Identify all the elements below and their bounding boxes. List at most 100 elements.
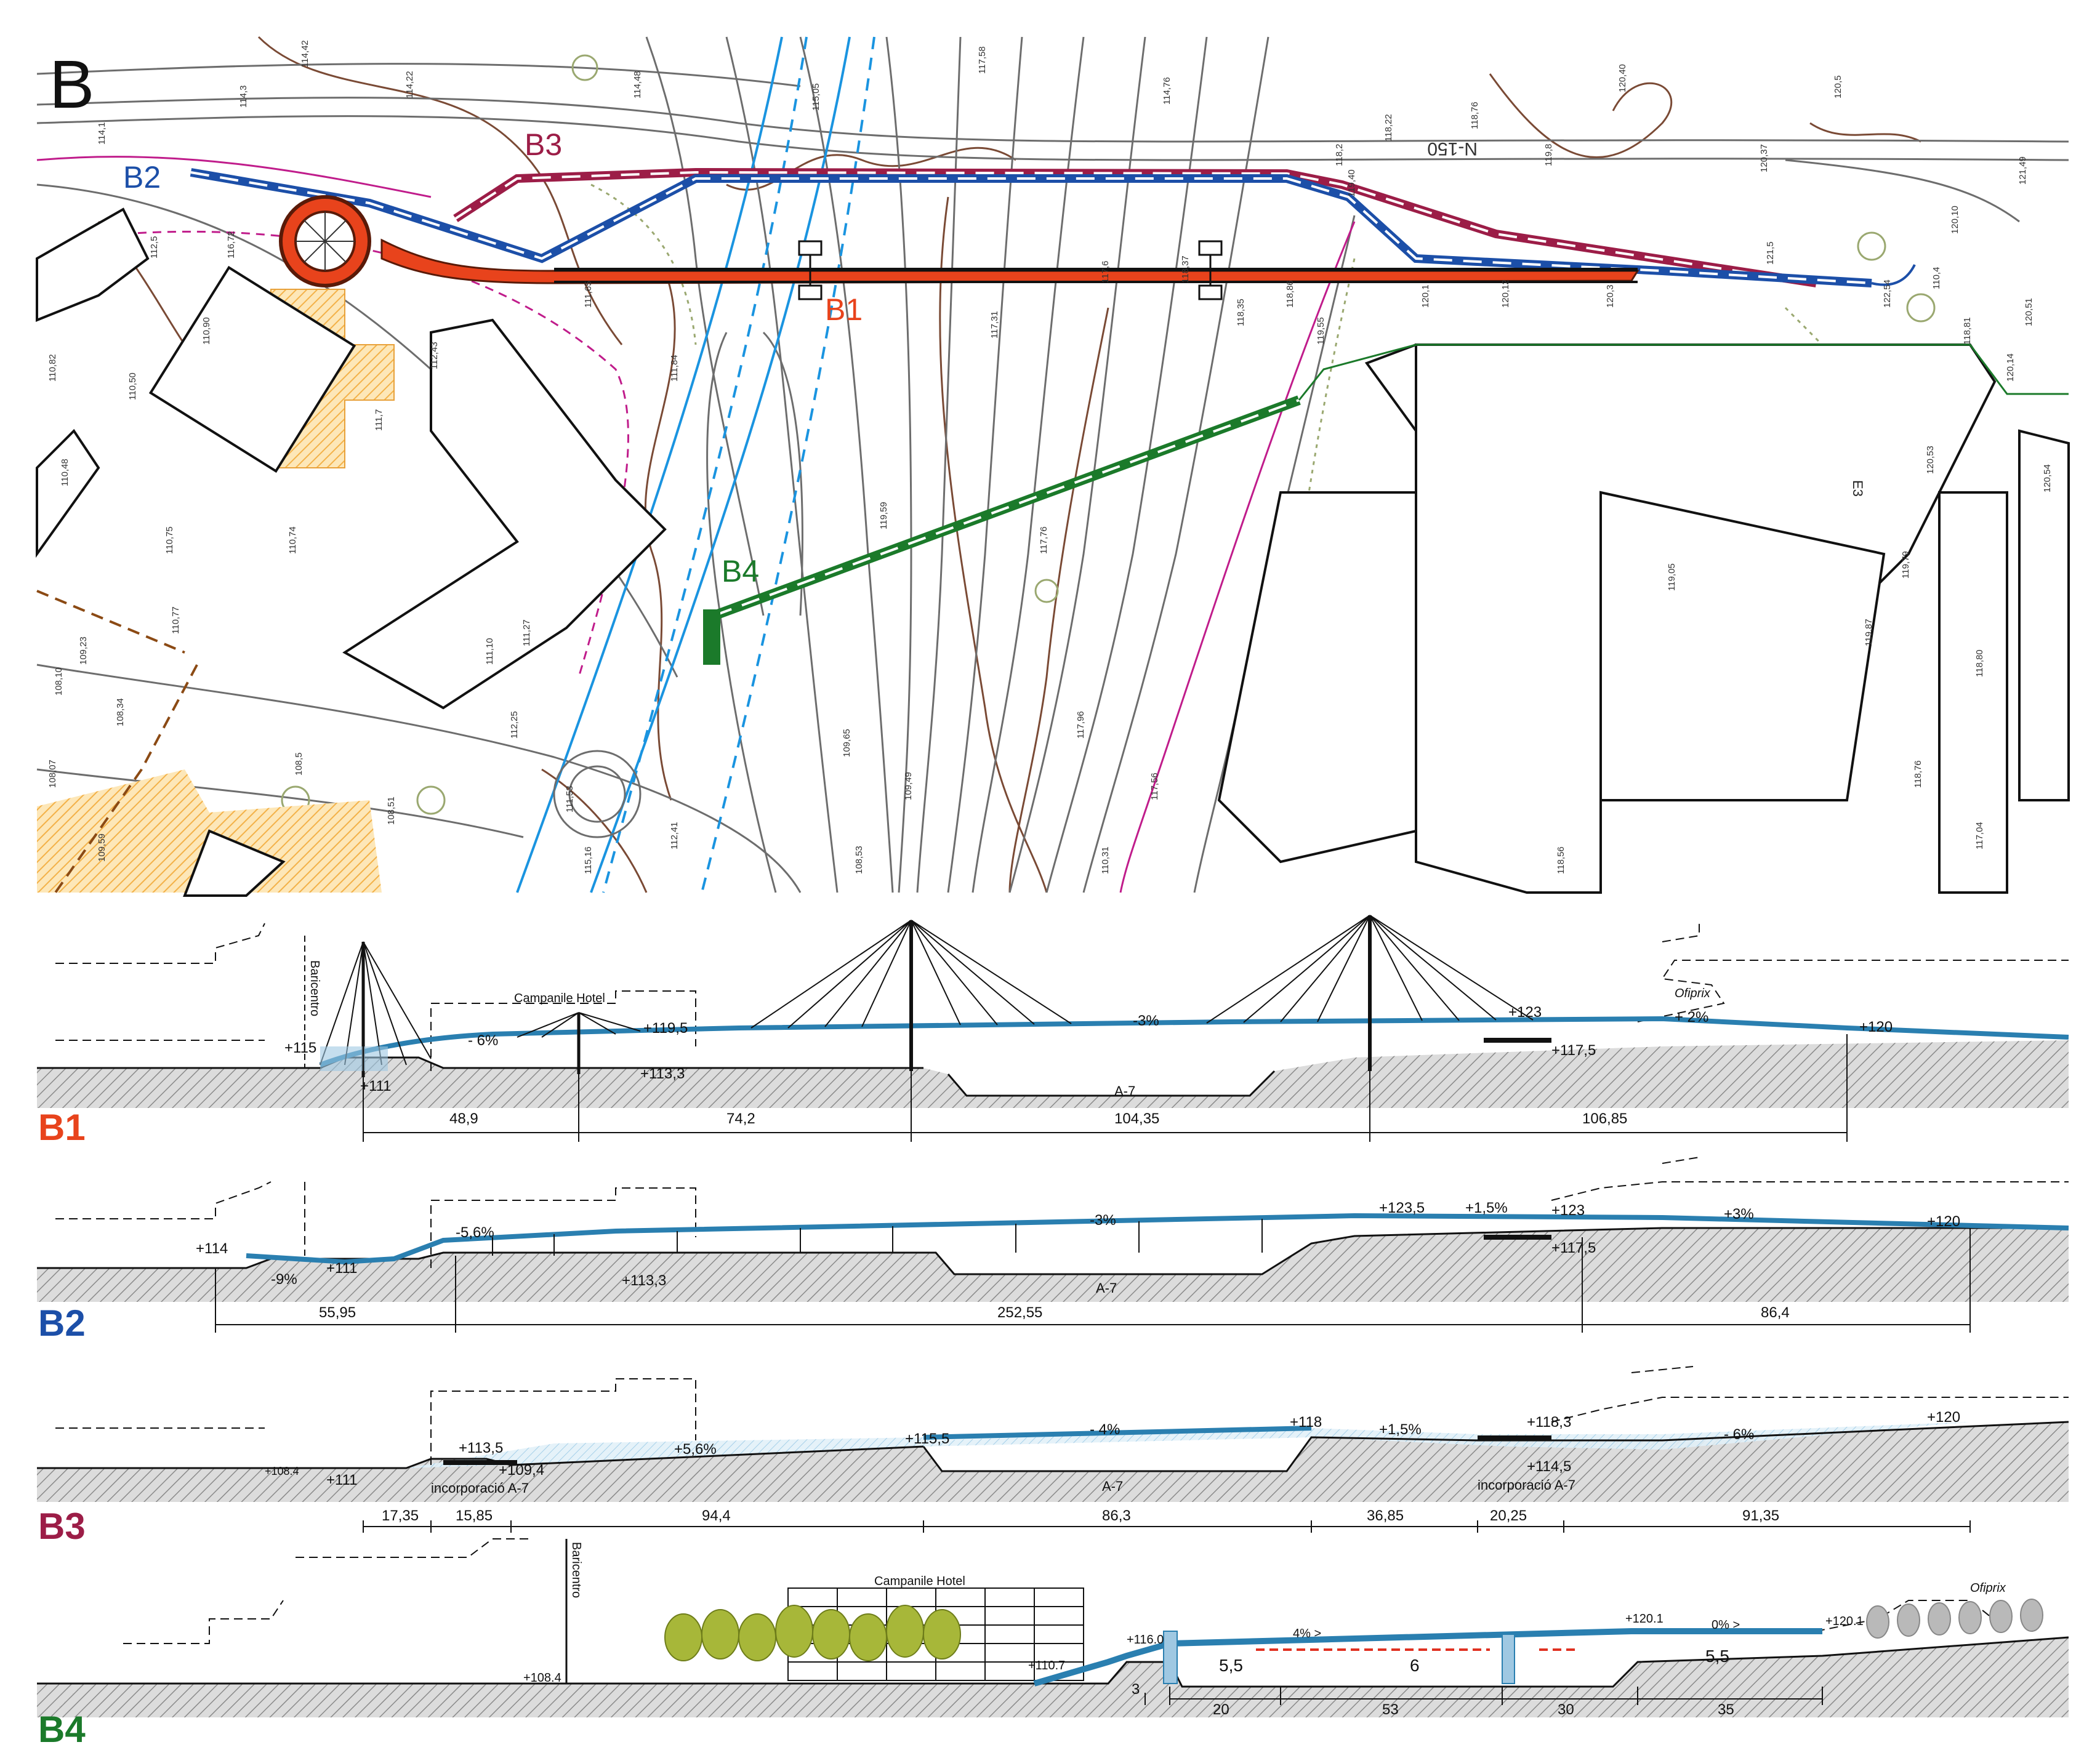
b4-levels: +108.4 +110.7 +116.0 +120.1 +120.1 [523,1612,1864,1685]
svg-text:110,77: 110,77 [171,606,181,634]
svg-text:120,12: 120,12 [1500,279,1511,308]
svg-text:+118,3: +118,3 [1527,1414,1571,1431]
canal-lines [516,36,875,893]
svg-text:120,37: 120,37 [1759,144,1769,172]
svg-text:117,96: 117,96 [1076,711,1086,739]
svg-text:118,56: 118,56 [1556,846,1566,874]
b3-levels: +108.4 +111 +113,5 +109,4 +115,5 +118 +1… [265,1409,1960,1488]
svg-text:53: 53 [1382,1701,1399,1718]
svg-text:119,40: 119,40 [1346,169,1357,197]
b4-trees [664,1599,2043,1661]
svg-text:+115,5: +115,5 [905,1431,949,1447]
svg-text:-5,6%: -5,6% [456,1224,494,1241]
svg-text:110,31: 110,31 [1100,846,1111,874]
svg-text:111,10: 111,10 [485,638,495,665]
svg-text:+108.4: +108.4 [523,1671,561,1685]
b1-dims: 48,9 74,2 104,35 106,85 [449,1110,1627,1127]
svg-text:117,6: 117,6 [1100,261,1111,283]
svg-text:5,5: 5,5 [1219,1656,1243,1675]
svg-text:110,48: 110,48 [60,459,70,486]
svg-text:91,35: 91,35 [1742,1507,1779,1524]
svg-text:108,34: 108,34 [115,698,126,726]
svg-text:+120: +120 [1927,1213,1960,1230]
b2-levels: +114 +111 +113,3 +123,5 +123 +117,5 +120 [196,1200,1960,1289]
svg-text:112,5: 112,5 [149,236,159,259]
b3-dims: 17,35 15,85 94,4 86,3 36,85 20,25 91,35 [382,1507,1779,1524]
svg-text:119,55: 119,55 [1316,317,1326,345]
svg-text:114,22: 114,22 [404,71,415,98]
svg-text:+110.7: +110.7 [1028,1659,1065,1672]
svg-text:117,04: 117,04 [1974,822,1985,849]
svg-text:118,86: 118,86 [1285,280,1295,308]
svg-text:6: 6 [1410,1656,1420,1675]
svg-text:109,49: 109,49 [903,772,914,800]
svg-text:20,25: 20,25 [1490,1507,1527,1524]
b4-dimension-line [1145,1687,1823,1705]
svg-text:120,53: 120,53 [1925,446,1936,474]
svg-text:108,5: 108,5 [294,752,304,776]
svg-text:108,10: 108,10 [54,667,64,696]
svg-text:+111: +111 [326,1472,358,1488]
svg-text:0% >: 0% > [1712,1618,1740,1632]
svg-text:incorporació A-7: incorporació A-7 [1478,1477,1575,1493]
route-label-b4: B4 [722,554,759,588]
route-label-b2: B2 [123,160,161,195]
route-label-b3: B3 [525,127,562,162]
svg-text:120,10: 120,10 [1950,206,1960,234]
b1-dimension-line [363,1034,1848,1142]
svg-text:114,48: 114,48 [632,71,643,98]
svg-text:118,80: 118,80 [1974,649,1985,677]
svg-text:117,31: 117,31 [989,311,1000,339]
route-b2 [190,168,1916,287]
svg-text:117,56: 117,56 [1149,773,1160,800]
b4-title: B4 [38,1709,86,1750]
svg-text:+113,5: +113,5 [459,1440,503,1456]
svg-text:+5,6%: +5,6% [674,1441,717,1458]
svg-text:112,41: 112,41 [669,822,680,849]
svg-text:A-7: A-7 [1102,1479,1123,1494]
svg-text:110,82: 110,82 [47,354,58,382]
b2-slopes: -9% -5,6% -3% +1,5% +3% [271,1200,1754,1288]
site-plan: B B3 B2 B1 B4 N-150 E3 114,1 114,3 114,4… [36,36,2070,897]
spot-elevations: 114,1 114,3 114,48 114,22 114,42 114,76 … [47,40,2053,874]
svg-text:+123,5: +123,5 [1379,1200,1425,1216]
svg-text:106,85: 106,85 [1582,1110,1627,1127]
svg-text:110,74: 110,74 [288,526,298,554]
b4-label-hotel: Campanile Hotel [874,1575,965,1588]
svg-text:112,25: 112,25 [509,711,520,739]
svg-text:252,55: 252,55 [997,1304,1042,1321]
svg-text:-3%: -3% [1133,1013,1159,1029]
svg-text:111,84: 111,84 [669,355,680,382]
svg-text:5,5: 5,5 [1705,1647,1729,1666]
svg-text:114,76: 114,76 [1162,77,1172,105]
b3-title: B3 [38,1506,86,1547]
b2-dimension-line [215,1228,1971,1333]
svg-text:119,79: 119,79 [1901,551,1911,579]
b4-label-baricentro: Baricentro [569,1542,583,1598]
plaza-block [148,265,356,473]
svg-text:17,35: 17,35 [382,1507,419,1524]
svg-text:+123: +123 [1508,1004,1542,1021]
svg-text:incorporació A-7: incorporació A-7 [431,1480,529,1496]
svg-text:+115: +115 [284,1040,316,1056]
svg-text:-3%: -3% [1090,1212,1116,1229]
b2-dims: 55,95 252,55 86,4 [319,1304,1790,1321]
svg-text:108,51: 108,51 [386,797,396,825]
svg-text:118,37: 118,37 [1180,255,1191,283]
svg-text:+118: +118 [1290,1414,1322,1431]
svg-text:74,2: 74,2 [726,1110,755,1127]
svg-text:+116.0: +116.0 [1127,1633,1164,1647]
svg-text:+119,5: +119,5 [643,1020,688,1037]
svg-text:120,5: 120,5 [1833,75,1843,98]
svg-text:120,1: 120,1 [1420,284,1431,308]
b3-slopes: +5,6% - 4% +1,5% - 6% [674,1421,1754,1458]
svg-text:109,23: 109,23 [78,636,89,665]
b3-labels: incorporació A-7 A-7 incorporació A-7 [431,1477,1575,1496]
svg-text:120,3: 120,3 [1605,284,1615,308]
svg-text:104,35: 104,35 [1114,1110,1159,1127]
section-b2: B2 A-7 +114 +111 +113,3 +123,5 +123 +117… [37,1157,2069,1344]
svg-text:86,3: 86,3 [1102,1507,1131,1524]
svg-text:118,35: 118,35 [1236,299,1246,326]
svg-text:117,76: 117,76 [1039,526,1049,554]
